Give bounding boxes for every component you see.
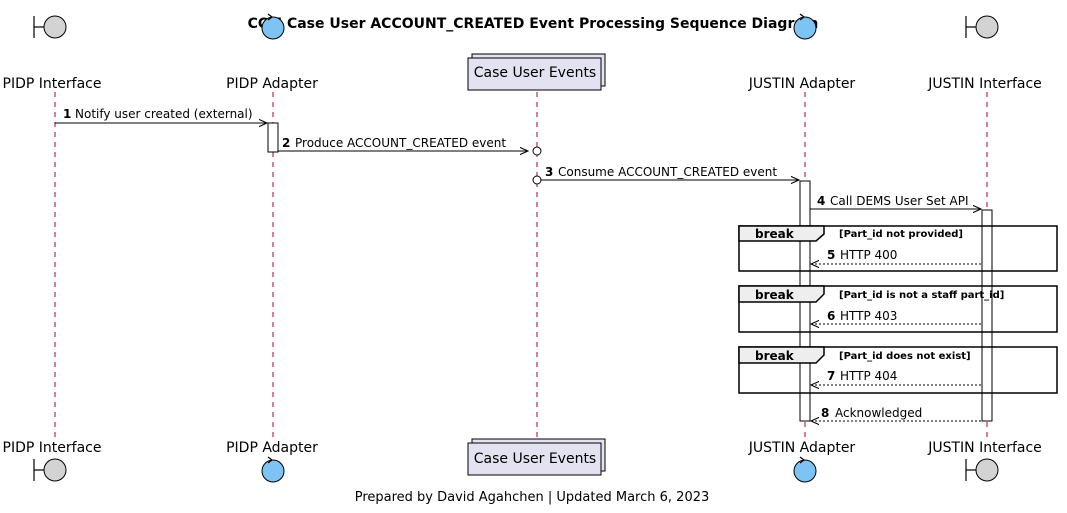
message-number: 5 <box>827 248 835 262</box>
message-5: 5 HTTP 400 <box>811 248 981 264</box>
message-7: 7 HTTP 404 <box>811 369 981 385</box>
participant-case-user-events: Case User Events <box>474 65 596 81</box>
message-label: Notify user created (external) <box>75 107 253 121</box>
participant-pidp-adapter: PIDP Adapter <box>226 440 318 456</box>
fragment-break-3: break [Part_id does not exist] <box>738 346 1058 394</box>
control-icon <box>793 456 817 483</box>
participant-pidp-interface: PIDP Interface <box>3 76 102 92</box>
diagram-footer: Prepared by David Agahchen | Updated Mar… <box>355 490 710 505</box>
participant-justin-adapter: JUSTIN Adapter <box>748 440 856 456</box>
message-label: HTTP 403 <box>840 309 897 323</box>
message-label: Produce ACCOUNT_CREATED event <box>295 136 506 150</box>
control-icon <box>793 13 817 40</box>
fragment-condition: [Part_id does not exist] <box>839 351 971 362</box>
activation-justin-interface <box>981 209 993 422</box>
participant-justin-adapter: JUSTIN Adapter <box>748 76 856 92</box>
diagram-title: CCM Case User ACCOUNT_CREATED Event Proc… <box>248 16 819 32</box>
boundary-icon <box>965 458 999 482</box>
message-4: 4 Call DEMS User Set API <box>810 194 981 209</box>
message-number: 3 <box>545 165 553 179</box>
fragment-condition: [Part_id not provided] <box>839 229 963 240</box>
message-1: 1 Notify user created (external) <box>55 107 267 123</box>
message-2: 2 Produce ACCOUNT_CREATED event <box>278 136 542 156</box>
message-number: 7 <box>827 369 835 383</box>
fragment-break-1: break [Part_id not provided] <box>738 225 1058 272</box>
message-label: HTTP 400 <box>840 248 897 262</box>
message-number: 8 <box>821 406 829 420</box>
boundary-icon <box>33 15 67 39</box>
participant-justin-interface: JUSTIN Interface <box>927 440 1042 456</box>
fragment-keyword: break <box>755 349 795 363</box>
lifelines <box>54 92 988 438</box>
message-number: 2 <box>282 136 290 150</box>
fragment-condition: [Part_id is not a staff part_id] <box>839 290 1004 301</box>
boundary-icon <box>965 15 999 39</box>
fragment-break-2: break [Part_id is not a staff part_id] <box>738 285 1058 333</box>
activation-pidp-adapter <box>267 122 279 153</box>
control-icon <box>261 456 285 483</box>
participant-case-user-events: Case User Events <box>474 451 596 467</box>
message-8: 8 Acknowledged <box>811 406 981 421</box>
message-number: 4 <box>817 194 825 208</box>
participant-justin-interface: JUSTIN Interface <box>927 76 1042 92</box>
participant-pidp-interface: PIDP Interface <box>3 440 102 456</box>
message-label: Consume ACCOUNT_CREATED event <box>558 165 777 179</box>
message-label: Acknowledged <box>835 406 922 420</box>
boundary-icon <box>33 458 67 482</box>
message-number: 1 <box>63 107 71 121</box>
message-3: 3 Consume ACCOUNT_CREATED event <box>532 165 799 185</box>
collection-icon <box>467 438 606 476</box>
message-label: HTTP 404 <box>840 369 897 383</box>
participant-pidp-adapter: PIDP Adapter <box>226 76 318 92</box>
fragment-keyword: break <box>755 227 795 241</box>
control-icon <box>261 13 285 40</box>
message-number: 6 <box>827 309 835 323</box>
message-label: Call DEMS User Set API <box>830 194 969 208</box>
message-6: 6 HTTP 403 <box>811 309 981 324</box>
fragment-keyword: break <box>755 288 795 302</box>
collection-icon <box>467 53 606 91</box>
